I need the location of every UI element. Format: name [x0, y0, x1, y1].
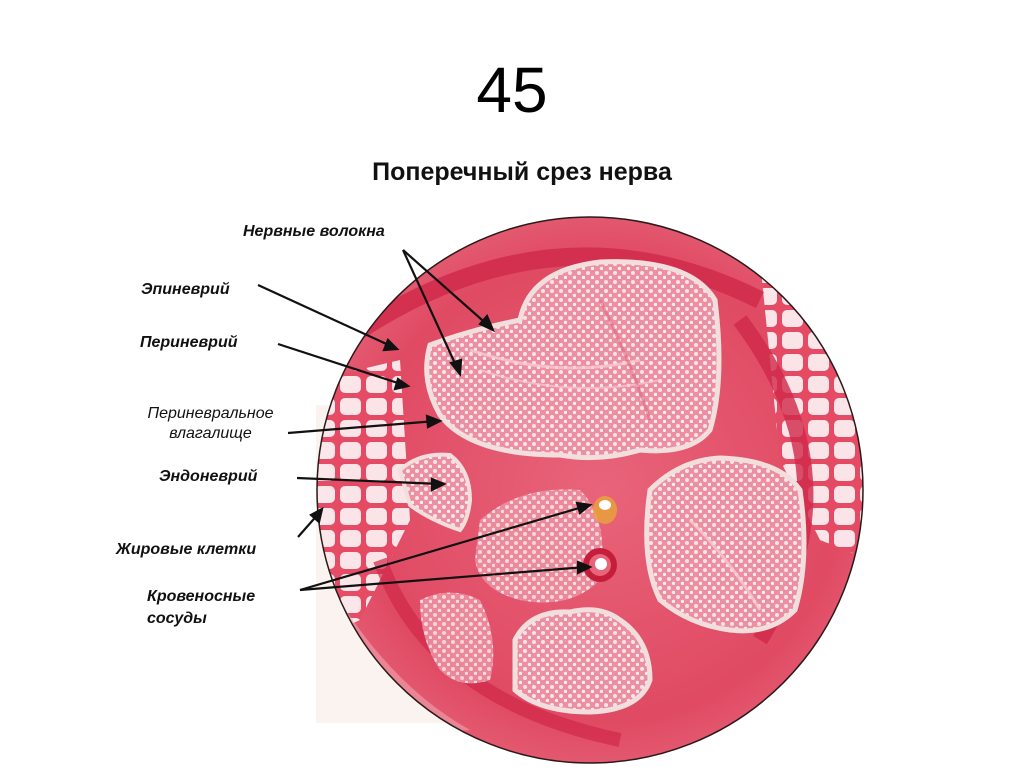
label-nerve-fibers: Нервные волокна [243, 223, 385, 240]
label-fat-cells: Жировые клетки [116, 541, 257, 558]
label-perineurium: Периневрий [140, 334, 238, 351]
fat-cells-left [317, 360, 410, 640]
blood-vessel-upper [593, 496, 617, 524]
fascicle-small-left [397, 452, 473, 533]
label-blood-vessels-line2: сосуды [147, 610, 207, 627]
figure-title: Поперечный срез нерва [372, 158, 672, 186]
label-epineurium: Эпиневрий [141, 281, 230, 298]
histology-section [317, 217, 863, 763]
label-endoneurium: Эндоневрий [159, 468, 258, 485]
label-perineural-sheath-line1: Периневральное [147, 405, 274, 422]
fascicle-right [644, 455, 807, 634]
fascicle-bottom [512, 607, 653, 715]
label-perineural-sheath-line2: влагалище [169, 425, 252, 442]
microscope-field-border [316, 216, 864, 764]
fascicle-lower-left [420, 592, 494, 684]
pointer-arrows [257, 249, 593, 592]
blood-vessel-lower [583, 548, 617, 582]
slide-number: 45 [476, 54, 548, 126]
label-blood-vessels-line1: Кровеносные [147, 588, 256, 605]
